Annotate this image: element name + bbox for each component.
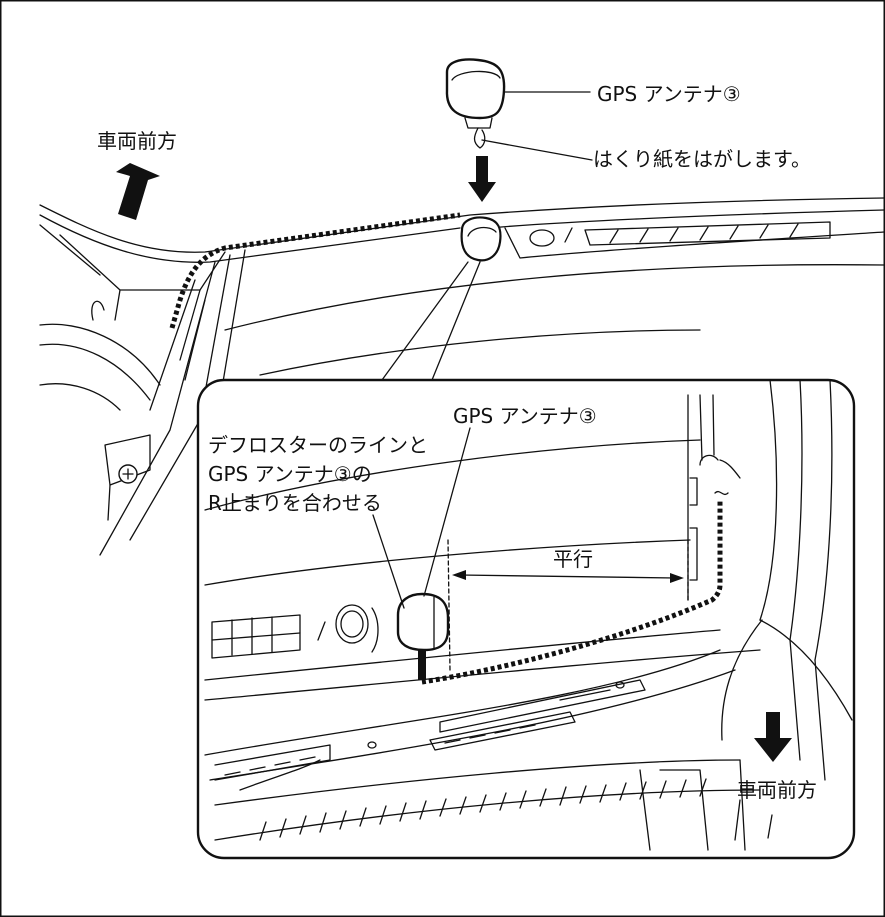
parallel-indicator [452, 570, 684, 583]
label-vehicle-front-inset: 車両前方 [737, 778, 817, 802]
arrow-down-icon [754, 712, 792, 762]
arrow-down-icon [468, 156, 496, 202]
label-align-line-1: デフロスターのラインと [208, 433, 428, 457]
label-release-paper: はくり紙をはがします。 [593, 147, 811, 171]
label-vehicle-front-top: 車両前方 [97, 129, 177, 153]
label-align-line-2: GPS アンテナ③の [208, 462, 372, 486]
label-align-line-3: R止まりを合わせる [208, 491, 382, 515]
label-gps-antenna-top: GPS アンテナ③ [597, 82, 741, 106]
label-gps-antenna-inset: GPS アンテナ③ [453, 404, 597, 428]
inset-illustration [204, 379, 853, 851]
overview-illustration [39, 197, 885, 556]
arrow-up-icon [116, 163, 160, 220]
label-parallel: 平行 [553, 547, 593, 571]
gps-antenna-mounted [460, 216, 502, 262]
gps-antenna-loose [445, 58, 506, 149]
inset-detail-frame [196, 378, 856, 860]
gps-antenna-inset [396, 592, 450, 652]
